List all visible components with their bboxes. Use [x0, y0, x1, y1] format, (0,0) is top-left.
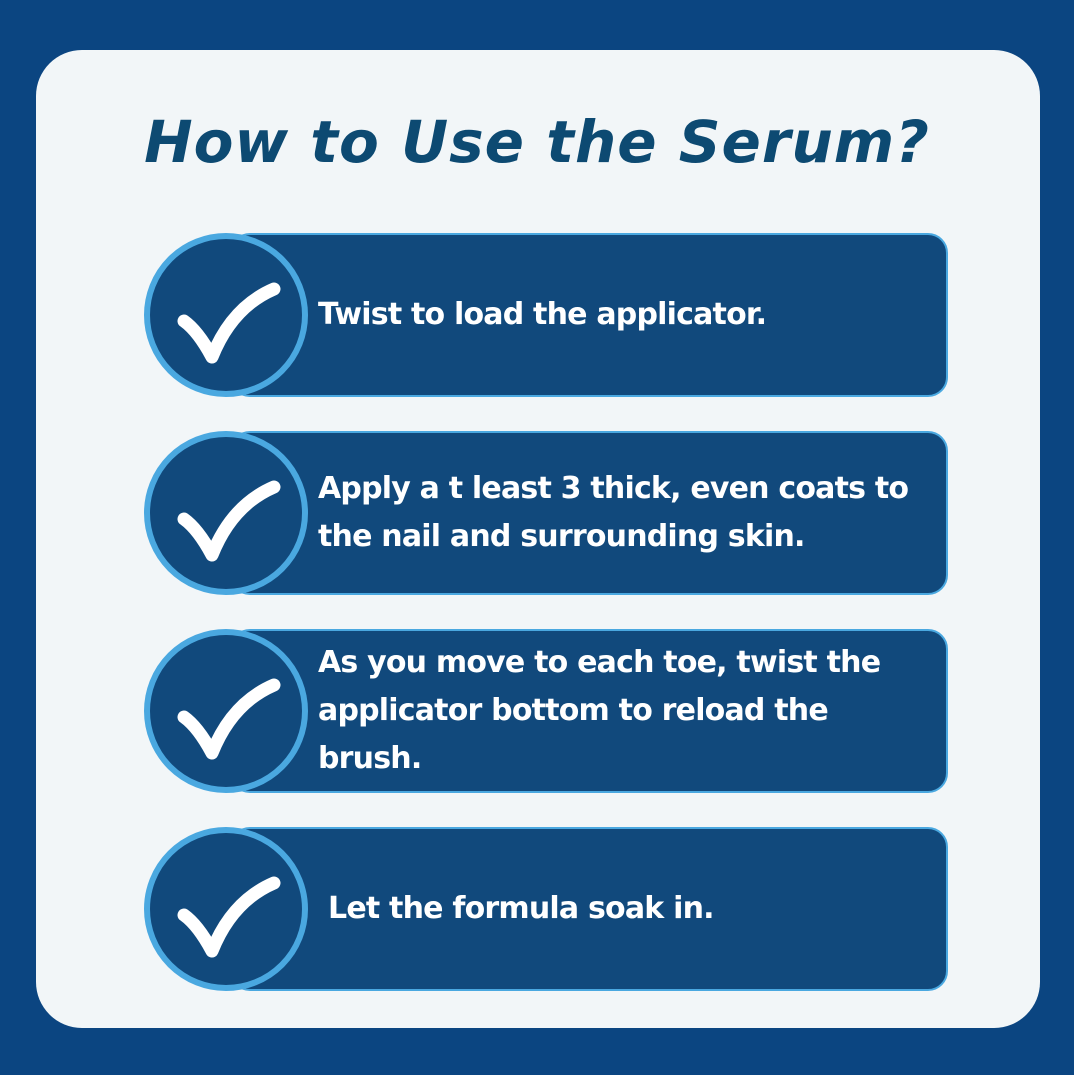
checkmark-icon	[177, 876, 281, 958]
step-banner	[230, 827, 948, 991]
step-text: As you move to each toe, twist the appli…	[318, 645, 881, 776]
check-badge	[144, 431, 308, 595]
step-item: Twist to load the applicator.	[144, 233, 948, 397]
step-text: Let the formula soak in.	[328, 891, 715, 926]
check-badge	[144, 827, 308, 991]
step-banner	[230, 629, 948, 793]
checkmark-icon	[177, 678, 281, 760]
step-item: Apply a t least 3 thick, even coats to t…	[144, 431, 948, 595]
page-title: How to Use the Serum?	[144, 108, 930, 176]
step-banner	[230, 431, 948, 595]
check-badge	[144, 629, 308, 793]
step-item: As you move to each toe, twist the appli…	[144, 629, 948, 793]
step-text: Twist to load the applicator.	[318, 297, 767, 332]
checkmark-icon	[177, 282, 281, 364]
check-badge	[144, 233, 308, 397]
checkmark-icon	[177, 480, 281, 562]
step-item: Let the formula soak in.	[144, 827, 948, 991]
step-text: Apply a t least 3 thick, even coats to t…	[318, 471, 909, 554]
step-banner	[230, 233, 948, 397]
